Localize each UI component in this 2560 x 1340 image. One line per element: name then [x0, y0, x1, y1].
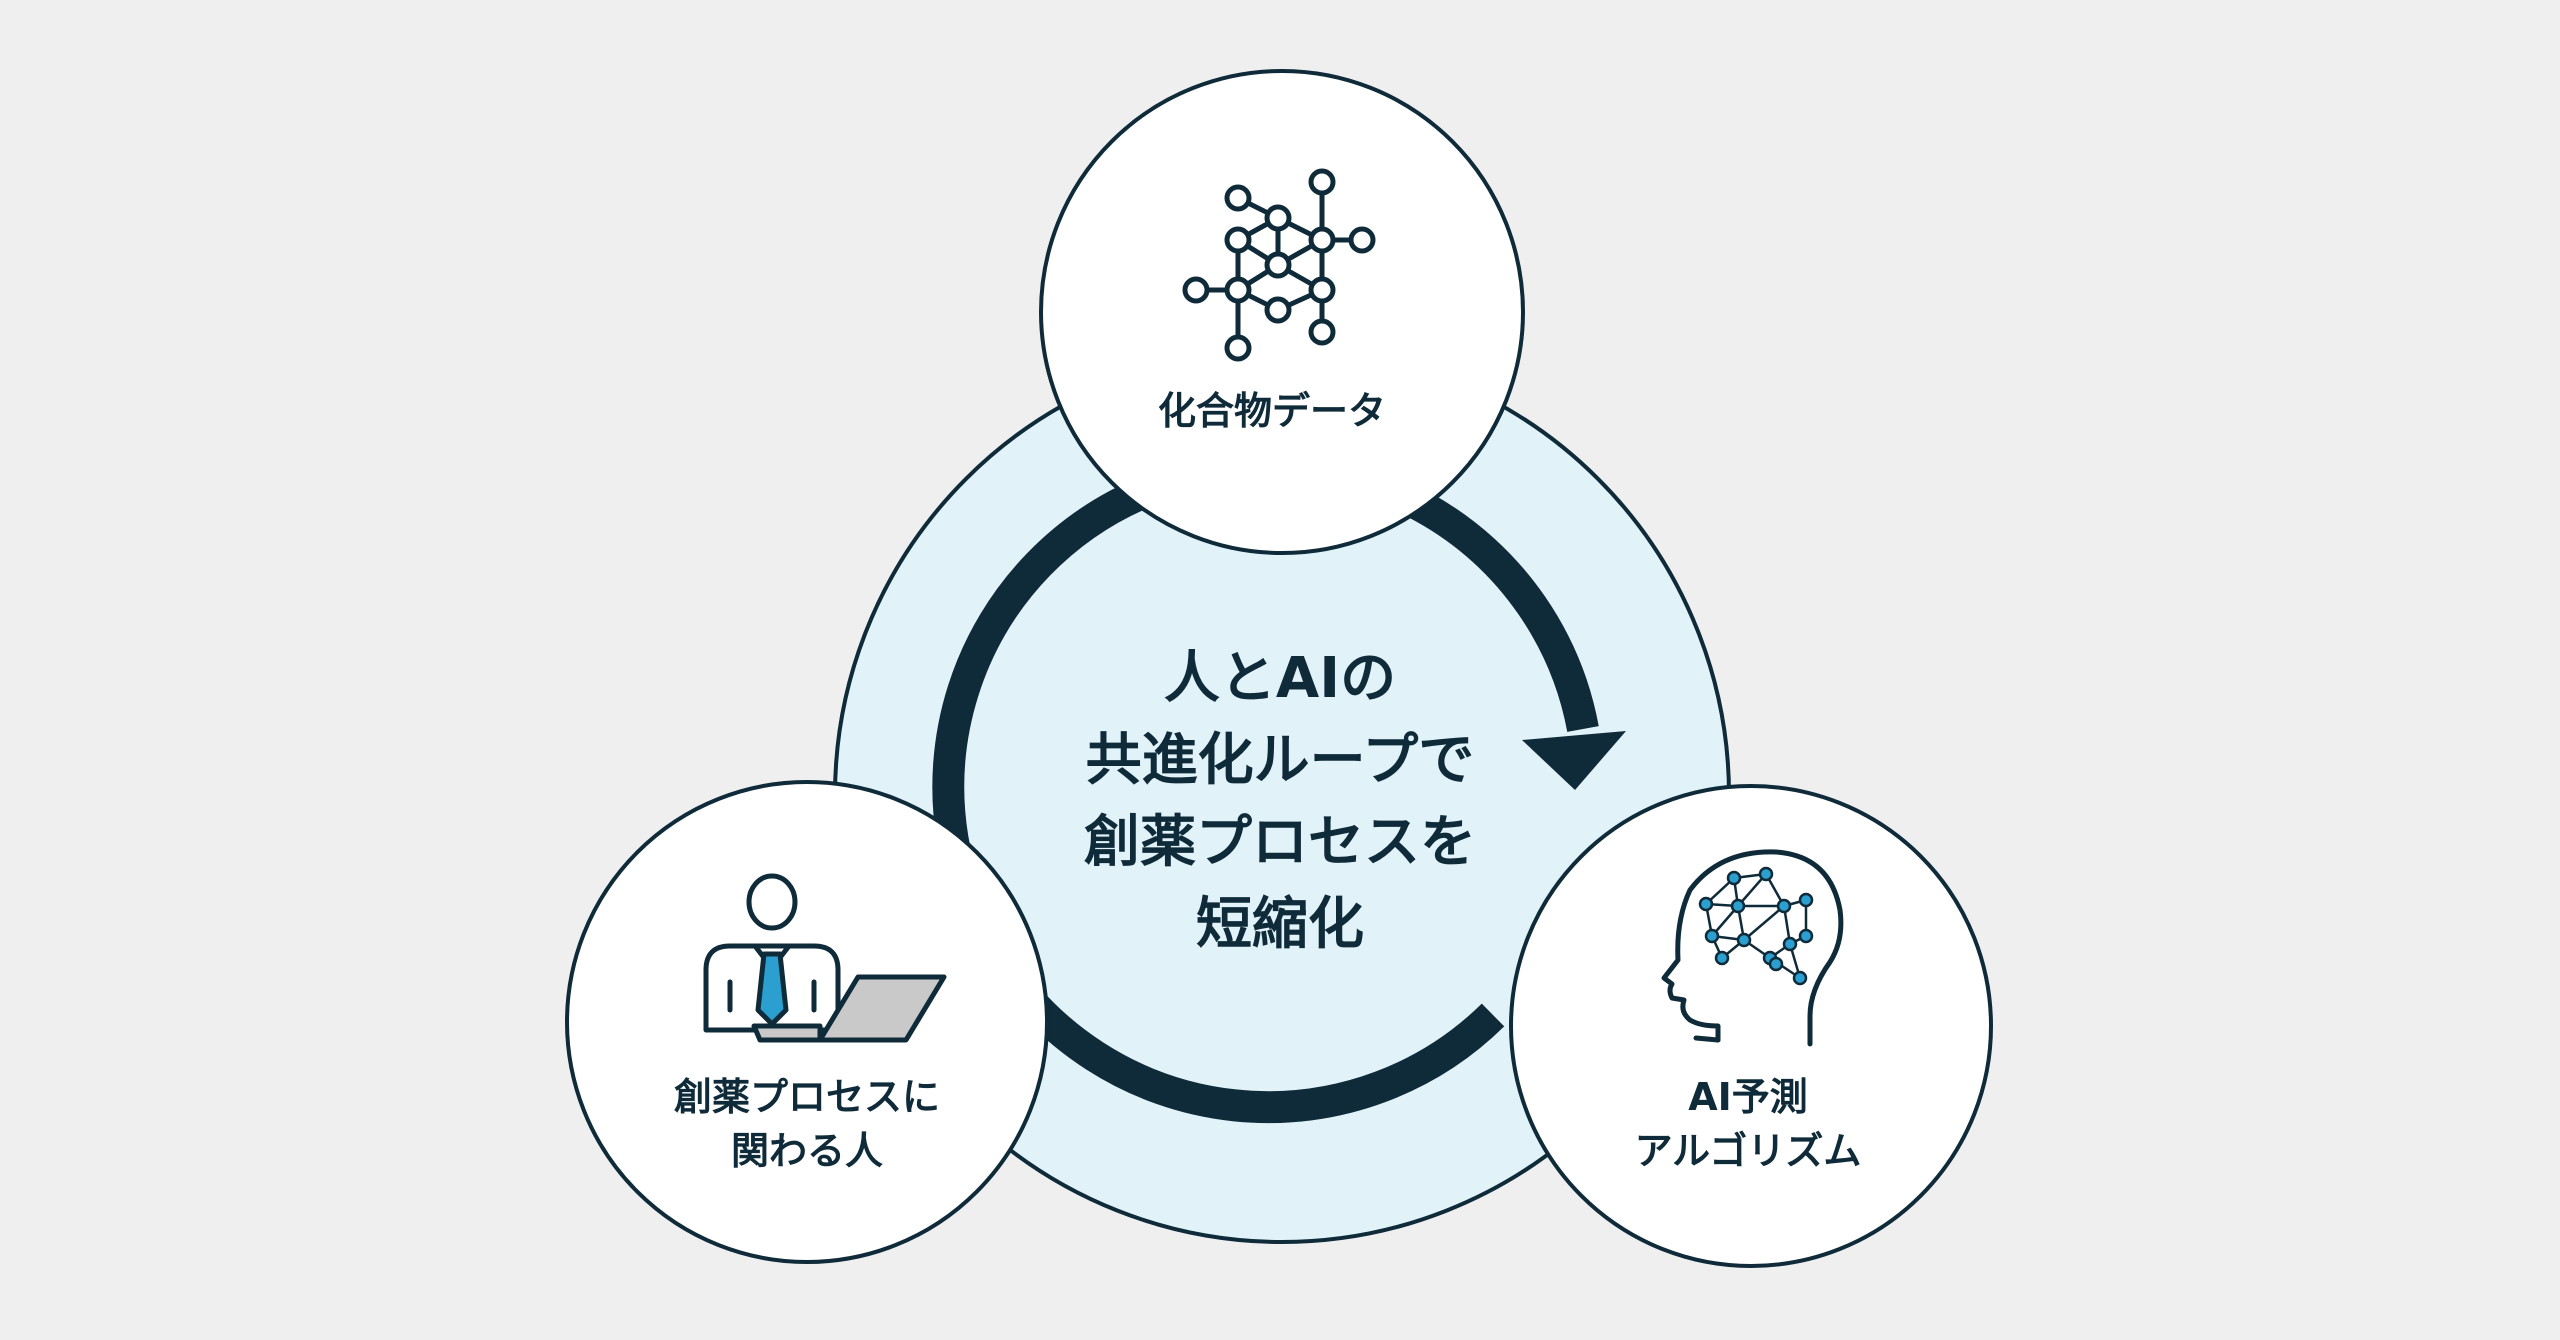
person-laptop-icon — [703, 873, 947, 1043]
node-label-line: 化合物データ — [1157, 389, 1386, 433]
center-caption-line: 人とAIの — [1163, 646, 1397, 711]
node-label-line: アルゴリズム — [1634, 1129, 1862, 1173]
node-label-line: AI予測 — [1688, 1075, 1808, 1119]
loop-arrow-head — [1522, 731, 1626, 790]
molecule-icon — [1182, 168, 1376, 362]
center-caption-line: 共進化ループで — [1085, 728, 1475, 793]
node-label-line: 関わる人 — [730, 1129, 883, 1173]
node-label-people: 創薬プロセスに 関わる人 — [597, 1070, 1017, 1178]
node-label-compound-data: 化合物データ — [1062, 384, 1482, 438]
node-label-ai: AI予測 アルゴリズム — [1538, 1070, 1958, 1178]
center-caption: 人とAIの 共進化ループで 創薬プロセスを 短縮化 — [1000, 638, 1560, 966]
node-label-line: 創薬プロセスに — [673, 1075, 940, 1119]
center-caption-line: 短縮化 — [1196, 892, 1364, 957]
center-caption-line: 創薬プロセスを — [1084, 810, 1476, 875]
ai-brain-head-icon — [1661, 849, 1844, 1047]
loop-arrow-arc — [932, 451, 1599, 1124]
